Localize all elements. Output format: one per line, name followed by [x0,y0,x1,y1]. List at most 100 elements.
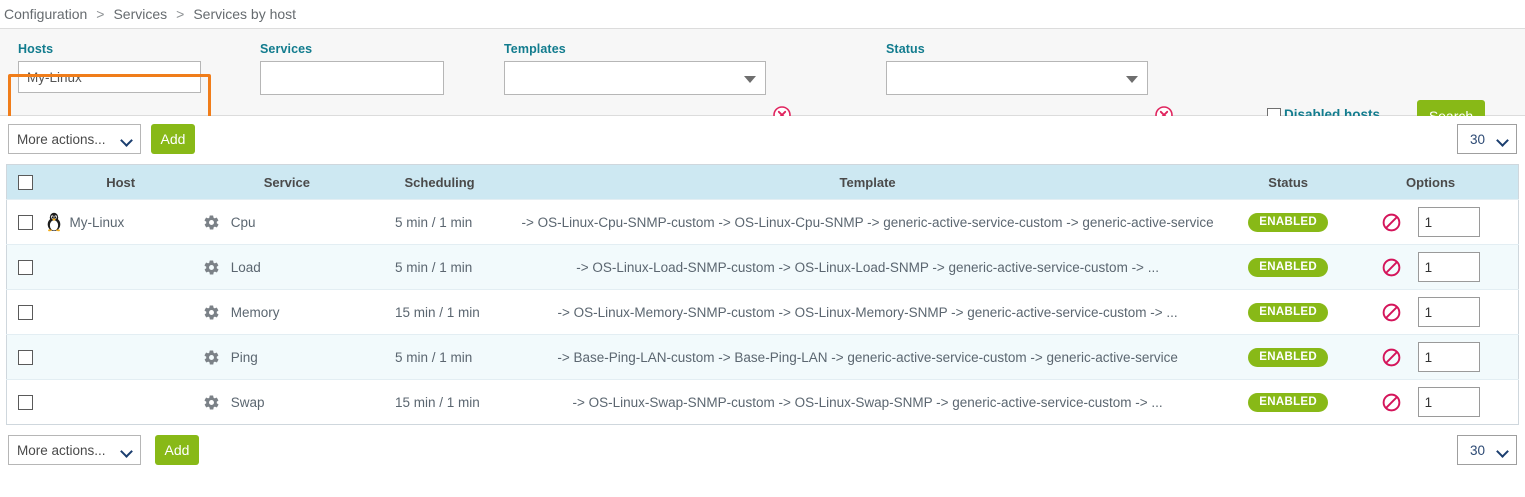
row-select-cell[interactable] [6,334,45,380]
template-cell: -> OS-Linux-Load-SNMP-custom -> OS-Linux… [502,244,1234,290]
services-table: Host Service Scheduling Template Status … [6,164,1519,425]
scheduling-cell: 5 min / 1 min [376,199,503,245]
options-cell [1343,334,1519,380]
status-cell: ENABLED [1233,334,1344,380]
host-cell [44,289,197,335]
row-checkbox[interactable] [18,394,34,410]
disable-prohibited-icon[interactable] [1382,258,1401,277]
options-value-input[interactable] [1417,207,1480,237]
gear-icon [203,304,220,321]
add-button-bottom[interactable]: Add [155,435,199,465]
breadcrumb-separator: > [96,6,105,22]
options-value-input[interactable] [1417,387,1480,417]
row-checkbox[interactable] [18,259,34,275]
filter-services-label: Services [260,42,313,56]
options-value-input[interactable] [1417,342,1480,372]
options-cell [1343,289,1519,335]
status-badge: ENABLED [1248,257,1328,277]
chevron-down-icon [1496,445,1509,458]
more-actions-select-top[interactable]: More actions... [8,124,141,154]
templates-select[interactable] [504,61,766,95]
row-checkbox[interactable] [18,349,34,365]
row-select-cell[interactable] [6,379,45,425]
page-size-select-top[interactable]: 30 [1457,124,1517,154]
status-badge: ENABLED [1248,347,1328,367]
more-actions-select-bottom[interactable]: More actions... [8,435,141,465]
column-header-host[interactable]: Host [44,164,197,200]
service-cell: Cpu [196,199,377,245]
options-value-input[interactable] [1417,297,1480,327]
scheduling-cell: 15 min / 1 min [376,289,503,335]
select-all-header[interactable] [6,164,45,200]
breadcrumb-item-configuration[interactable]: Configuration [4,6,88,22]
disable-prohibited-icon[interactable] [1382,393,1401,412]
chevron-down-icon [120,134,133,147]
scheduling-value: 15 min / 1 min [394,304,480,320]
service-name[interactable]: Ping [230,349,258,365]
column-header-scheduling[interactable]: Scheduling [376,164,503,200]
host-cell [44,379,197,425]
page-size-value-bottom: 30 [1470,442,1486,458]
row-checkbox[interactable] [18,304,34,320]
status-cell: ENABLED [1233,379,1344,425]
hosts-input[interactable] [18,61,201,93]
chevron-down-icon [1496,134,1509,147]
row-select-cell[interactable] [6,289,45,335]
template-cell: -> Base-Ping-LAN-custom -> Base-Ping-LAN… [502,334,1234,380]
filter-hosts: Hosts [18,42,201,93]
status-badge: ENABLED [1248,392,1328,412]
template-cell: -> OS-Linux-Memory-SNMP-custom -> OS-Lin… [502,289,1234,335]
template-cell: -> OS-Linux-Cpu-SNMP-custom -> OS-Linux-… [502,199,1234,245]
host-name[interactable]: My-Linux [69,214,125,230]
filter-status-label: Status [886,42,925,56]
breadcrumb-separator: > [176,6,185,22]
scheduling-value: 15 min / 1 min [394,394,480,410]
disable-prohibited-icon[interactable] [1382,348,1401,367]
breadcrumb-item-services[interactable]: Services [113,6,168,22]
page-size-value-top: 30 [1470,131,1486,147]
host-cell [44,334,197,380]
filter-templates-label: Templates [504,42,566,56]
template-chain: -> OS-Linux-Cpu-SNMP-custom -> OS-Linux-… [521,214,1214,230]
chevron-down-icon [1126,76,1138,83]
select-all-checkbox[interactable] [18,175,34,191]
top-action-bar: More actions... Add 30 [0,116,1525,164]
service-name[interactable]: Memory [230,304,280,320]
row-checkbox[interactable] [18,214,34,230]
service-cell: Ping [196,334,377,380]
filter-templates: Templates [504,42,766,95]
services-input[interactable] [260,61,444,95]
status-badge: ENABLED [1248,212,1328,232]
status-cell: ENABLED [1233,244,1344,290]
service-name[interactable]: Load [230,259,261,275]
disable-prohibited-icon[interactable] [1382,303,1401,322]
host-cell: My-Linux [44,199,197,245]
column-header-status[interactable]: Status [1233,164,1344,200]
add-button-top[interactable]: Add [151,124,195,154]
options-cell [1343,199,1519,245]
row-select-cell[interactable] [6,199,45,245]
scheduling-cell: 15 min / 1 min [376,379,503,425]
row-select-cell[interactable] [6,244,45,290]
scheduling-cell: 5 min / 1 min [376,334,503,380]
service-name[interactable]: Cpu [230,214,256,230]
column-header-options: Options [1343,164,1519,200]
table-row: Ping 5 min / 1 min-> Base-Ping-LAN-custom… [6,334,1519,380]
status-select[interactable] [886,61,1148,95]
disable-prohibited-icon[interactable] [1382,213,1401,232]
filter-services: Services [260,42,444,95]
column-header-service[interactable]: Service [196,164,377,200]
filter-hosts-label: Hosts [18,42,54,56]
options-value-input[interactable] [1417,252,1480,282]
service-cell: Memory [196,289,377,335]
service-name[interactable]: Swap [230,394,265,410]
breadcrumb-item-services-by-host[interactable]: Services by host [193,6,297,22]
status-cell: ENABLED [1233,289,1344,335]
linux-penguin-icon [45,212,63,232]
column-header-template[interactable]: Template [502,164,1234,200]
bottom-action-bar: More actions... Add 30 [0,425,1525,472]
page-size-select-bottom[interactable]: 30 [1457,435,1517,465]
table-row: Memory 15 min / 1 min -> OS-Linux-Memory-S… [6,289,1519,335]
template-chain: -> OS-Linux-Load-SNMP-custom -> OS-Linux… [576,259,1159,275]
